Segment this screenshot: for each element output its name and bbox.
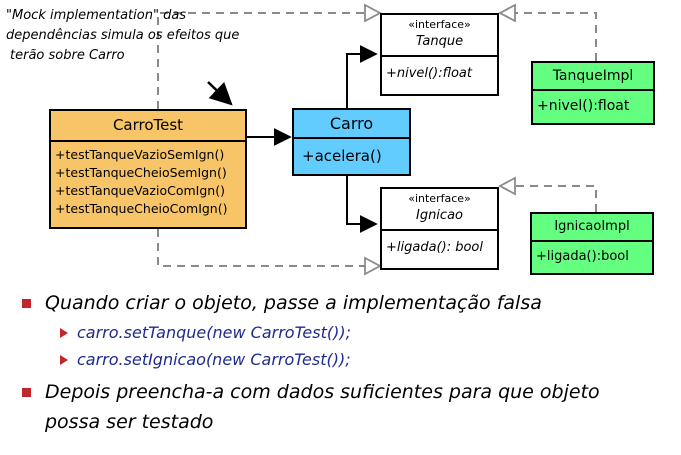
carrotest-method: +testTanqueVazioSemIgn() xyxy=(55,147,225,162)
code-setTanque: carro.setTanque(new CarroTest()); xyxy=(77,323,351,342)
carro-class-box: Carro +acelera() xyxy=(292,108,411,176)
realization-triangle-ignicao-left xyxy=(364,256,382,276)
triangle-bullet-icon xyxy=(60,355,68,365)
bullet-text-2: Depois preencha-a com dados suficientes … xyxy=(45,377,600,437)
carro-class-name: Carro xyxy=(294,110,409,139)
ignicaoimpl-class-box: IgnicaoImpl +ligada():bool xyxy=(530,212,654,275)
tanqueimpl-class-name: TanqueImpl xyxy=(533,63,653,91)
ignicao-header: «interface» Ignicao xyxy=(382,189,497,231)
sub-bullet-2: carro.setIgnicao(new CarroTest()); xyxy=(60,348,351,372)
tanqueimpl-class-box: TanqueImpl +nivel():float xyxy=(531,61,655,125)
note-line-2: dependências simula os efeitos que xyxy=(6,28,240,43)
carrotest-implements-ignicao xyxy=(157,229,372,267)
tanqueimpl-method: +nivel():float xyxy=(537,98,630,114)
note-line-1: "Mock implementation" das xyxy=(6,8,187,23)
bullet-text-2-line-2: possa ser testado xyxy=(45,411,214,433)
triangle-bullet-icon xyxy=(60,328,68,338)
bullet-item-2: Depois preencha-a com dados suficientes … xyxy=(22,377,600,437)
tanqueimpl-implements-tanque xyxy=(511,12,597,61)
carrotest-method: +testTanqueCheioSemIgn() xyxy=(55,165,227,180)
carrotest-class-box: CarroTest +testTanqueVazioSemIgn() +test… xyxy=(49,109,247,229)
note-line-3: terão sobre Carro xyxy=(10,48,125,63)
square-bullet-icon xyxy=(22,299,31,308)
tanque-interface-name: Tanque xyxy=(415,34,464,49)
carro-to-tanque-arrow xyxy=(346,45,378,108)
carro-method: +acelera() xyxy=(302,147,382,165)
bullet-item-1: Quando criar o objeto, passe a implement… xyxy=(22,288,542,318)
tanque-interface-box: «interface» Tanque +nivel():float xyxy=(380,13,499,96)
note-pointer-arrow xyxy=(207,81,233,106)
ignicaoimpl-implements-ignicao xyxy=(511,185,597,212)
tanque-method: +nivel():float xyxy=(386,66,472,81)
ignicaoimpl-class-name: IgnicaoImpl xyxy=(532,214,652,242)
carrotest-method: +testTanqueVazioComIgn() xyxy=(55,183,225,198)
code-setIgnicao: carro.setIgnicao(new CarroTest()); xyxy=(77,350,351,369)
carrotest-class-name: CarroTest xyxy=(51,111,245,142)
carrotest-methods: +testTanqueVazioSemIgn() +testTanqueChei… xyxy=(51,142,245,222)
tanque-stereotype: «interface» xyxy=(408,18,471,31)
carrotest-implements-tanque xyxy=(157,12,372,109)
square-bullet-icon xyxy=(22,388,31,397)
ignicao-interface-box: «interface» Ignicao +ligada(): bool xyxy=(380,187,499,270)
realization-triangle-tanque-right xyxy=(498,3,516,23)
bullet-text-2-line-1: Depois preencha-a com dados suficientes … xyxy=(45,381,600,403)
carrotest-method: +testTanqueCheioComIgn() xyxy=(55,201,228,216)
ignicao-stereotype: «interface» xyxy=(408,192,471,205)
bullet-text-1: Quando criar o objeto, passe a implement… xyxy=(45,292,542,314)
mock-implementation-note: "Mock implementation" das dependências s… xyxy=(6,6,272,66)
ignicao-interface-name: Ignicao xyxy=(415,208,463,223)
ignicaoimpl-method: +ligada():bool xyxy=(536,249,629,264)
sub-bullet-1: carro.setTanque(new CarroTest()); xyxy=(60,321,351,345)
realization-triangle-ignicao-right xyxy=(498,176,516,196)
carro-to-ignicao-arrow xyxy=(346,176,378,233)
tanque-header: «interface» Tanque xyxy=(382,15,497,57)
ignicao-method: +ligada(): bool xyxy=(386,240,483,255)
realization-triangle-tanque-left xyxy=(364,3,382,23)
